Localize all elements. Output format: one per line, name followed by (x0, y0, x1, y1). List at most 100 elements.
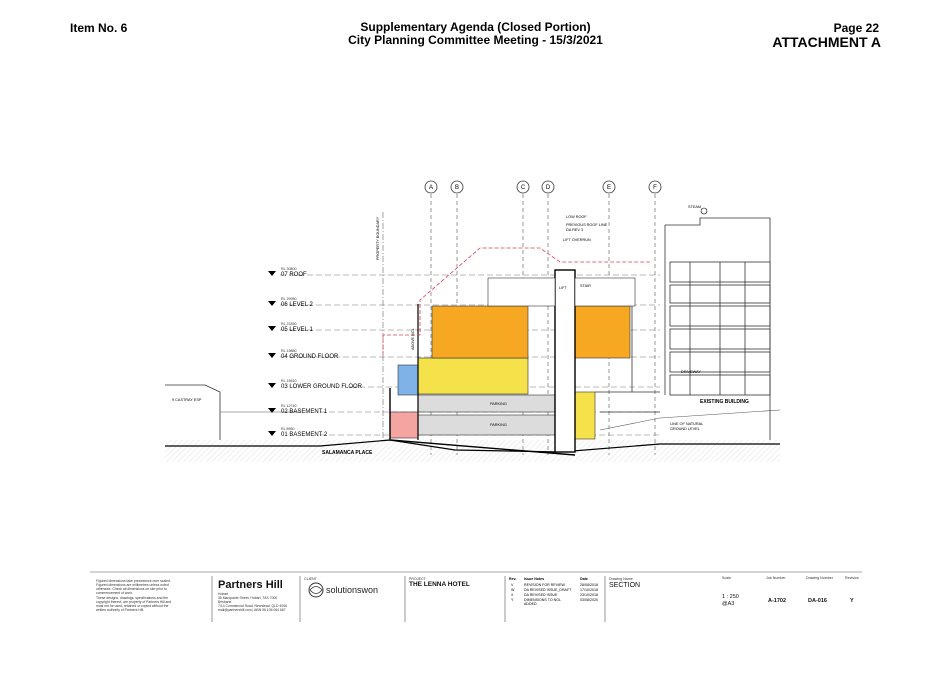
client-logo-icon (308, 582, 324, 598)
level-name-level1: 05 LEVEL 1 (281, 327, 313, 333)
firm-address-line-4: 7/14 Commercial Road, Newstead, QLD 4006 (218, 604, 287, 608)
rev-note-y: DIMENSIONS TO NGL (524, 598, 561, 602)
rev-code-w: W (511, 588, 515, 592)
disclaimer-line-7: must not be used, retained or copied wit… (96, 604, 168, 608)
grid-label-b: B (455, 185, 459, 191)
scale-value: 1 : 250 (722, 594, 739, 600)
grid-label-c: C (521, 185, 526, 191)
building-section (389, 269, 660, 456)
note-castray: 9 CASTRAY ESP (172, 398, 202, 402)
grid-label-a: A (429, 185, 433, 191)
level-rl-level2: RL 29950 (281, 297, 296, 301)
revision-value: Y (850, 598, 854, 604)
rev-code-v: V (511, 583, 514, 587)
note-natural-ground-level: GROUND LEVEL (670, 427, 700, 431)
rev-header-notes: Issue Notes (524, 577, 544, 581)
agenda-line-1: Supplementary Agenda (Closed Portion) (360, 20, 591, 34)
note-previous-roofline-rev: DA REV 3 (566, 228, 583, 232)
level-rl-roof: RL 30800 (281, 267, 296, 271)
revision-label: Revision (845, 576, 859, 580)
disclaimer-line-6: copyright thereof, are property of Partn… (96, 600, 171, 604)
note-low-roof: LOW ROOF (566, 215, 587, 219)
note-parking-lower: PARKING (490, 423, 507, 427)
note-parking-upper: PARKING (490, 402, 507, 406)
drawing-name-label: Drawing Name (609, 577, 633, 581)
grid-label-f: F (653, 185, 657, 191)
rev-header-date: Date (580, 577, 588, 581)
grid-label-e: E (607, 185, 611, 191)
disclaimer-line-2: Figured dimensions are millimetres unles… (96, 583, 169, 587)
client-label: CLIENT (304, 577, 318, 581)
firm-address-line-5: mail@partnershill.com | ABN 96 136 064 6… (218, 608, 286, 612)
level-name-basement2: 01 BASEMENT 2 (281, 432, 328, 438)
drawing-name: SECTION (609, 582, 640, 589)
level-rl-ground: RL 19880 (281, 349, 296, 353)
grid-label-d: D (546, 185, 551, 191)
project-name: THE LENNA HOTEL (409, 581, 470, 588)
disclaimer-line-3: otherwise. Check all dimensions on site … (96, 587, 167, 591)
firm-address-line-3: Brisbane (218, 600, 231, 604)
project-label: PROJECT (409, 577, 427, 581)
note-above-ngl: ABOVE NGL (411, 328, 415, 350)
disclaimer-line-8: written authority of Partners Hill. (96, 608, 144, 612)
grid-bubbles (424, 180, 662, 194)
level-rl-level1: RL 23350 (281, 322, 296, 326)
note-stair: STAIR (580, 284, 591, 288)
agenda-title: Supplementary Agenda (Closed Portion) Ci… (0, 21, 951, 47)
rev-header-rev: Rev. (509, 577, 516, 581)
disclaimer-line-5: These designs, drawings, specifications … (96, 596, 168, 600)
job-number: A-1702 (768, 598, 786, 604)
rev-code-y: Y (511, 598, 514, 602)
note-existing-building: EXISTING BUILDING (700, 399, 749, 405)
note-salamanca: SALAMANCA PLACE (322, 450, 373, 456)
client-name: solutionswon (326, 585, 378, 595)
note-driveway: DRIVEWAY (681, 370, 701, 374)
scale-label: Scale (722, 576, 731, 580)
natural-ground-line (599, 409, 781, 431)
firm-address-line-1: Hobart (218, 592, 228, 596)
level-name-level2: 06 LEVEL 2 (281, 302, 313, 308)
note-lift-overrun: LIFT OVERRUN (563, 238, 591, 242)
rev-date-w: 17/10/2018 (580, 588, 598, 592)
note-previous-roofline: PREVIOUS ROOF LINE (566, 223, 608, 227)
rev-date-y: 03/08/2020 (580, 598, 598, 602)
rev-note-w: DA REVISED ISSUE_DRAFT (524, 588, 572, 592)
level-name-ground: 04 GROUND FLOOR (281, 354, 339, 360)
level-rl-basement1: RL 12740 (281, 404, 296, 408)
existing-building (664, 217, 771, 440)
previous-roofline (382, 247, 650, 355)
firm-address-line-2: 36 Macquarie Street, Hobart, TAS 7000 (218, 596, 277, 600)
castray-building (165, 384, 221, 440)
item-number: Item No. 6 (70, 21, 128, 35)
rev-code-x: X (511, 593, 514, 597)
job-number-label: Job Number (766, 576, 786, 580)
page-number: Page 22 (833, 21, 879, 35)
rev-note-v: REVISION FOR REVIEW (524, 583, 566, 587)
rev-date-v: 28/08/2018 (580, 583, 598, 587)
disclaimer-line-4: commencement of work. (96, 591, 133, 595)
level-name-lower-ground: 03 LOWER GROUND FLOOR (281, 384, 363, 390)
attachment-label: ATTACHMENT A (772, 34, 881, 50)
rev-note-y-cont: ADDED (524, 602, 537, 606)
disclaimer-line-1: Figured dimensions take precedence over … (96, 579, 171, 583)
scale-sheet: @A3 (722, 601, 734, 607)
rev-date-x: 23/10/2018 (580, 593, 598, 597)
note-steam: STEAM (688, 205, 701, 209)
note-lift: LIFT (559, 286, 567, 290)
ground-line (165, 439, 780, 453)
note-natural-ground: LINE OF NATURAL (670, 422, 703, 426)
agenda-line-2: City Planning Committee Meeting - 15/3/2… (348, 33, 603, 47)
level-name-basement1: 02 BASEMENT 1 (281, 409, 328, 415)
steam-marker (700, 207, 708, 215)
rev-note-x: DA REVISED ISSUE (524, 593, 558, 597)
drawing-number: DA-016 (808, 598, 827, 604)
level-name-roof: 07 ROOF (281, 272, 307, 278)
level-rl-lower-ground: RL 15810 (281, 379, 296, 383)
level-rl-basement2: RL 8950 (281, 427, 294, 431)
drawing-number-label: Drawing Number (806, 576, 834, 580)
firm-name: Partners Hill (218, 579, 283, 591)
note-property-boundary: PROPERTY BOUNDARY (376, 216, 380, 260)
level-markers (268, 271, 276, 436)
